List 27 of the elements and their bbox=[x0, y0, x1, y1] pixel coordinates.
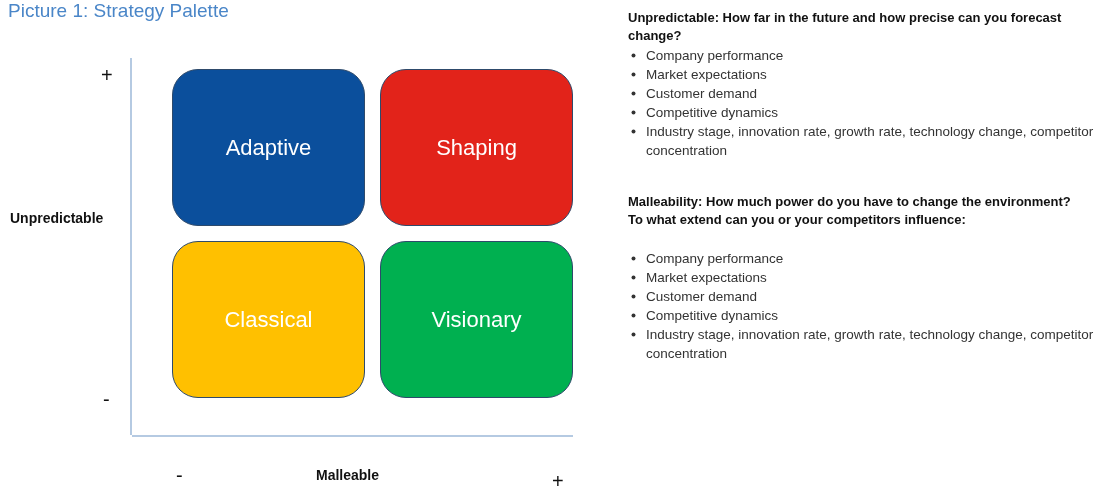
section-heading: Unpredictable: How far in the future and how precise can you forecast change? bbox=[628, 9, 1063, 45]
bullet-item: Customer demand bbox=[646, 288, 759, 306]
quadrant-label: Adaptive bbox=[225, 134, 312, 161]
quadrant-box bbox=[380, 69, 573, 226]
axis-plus-sign: + bbox=[552, 470, 564, 489]
bullet-item: Industry stage, innovation rate, growth rate, technology change, competitor concentration bbox=[646, 326, 1095, 363]
bullet-item: Customer demand bbox=[646, 85, 759, 103]
bullet-item: Company performance bbox=[646, 47, 785, 65]
axis-minus-sign: - bbox=[176, 464, 183, 487]
bullet-item: Market expectations bbox=[646, 66, 768, 84]
axis-minus-sign: - bbox=[103, 388, 110, 411]
quadrant-label: Visionary bbox=[431, 306, 522, 333]
axis-plus-sign: + bbox=[101, 64, 113, 87]
quadrant-box bbox=[172, 241, 365, 398]
section-heading: Malleability: How much power do you have to change the environment? To what extend can you or your competitors influence: bbox=[628, 193, 1072, 229]
bullet-item: Competitive dynamics bbox=[646, 104, 780, 122]
bullet-item: Market expectations bbox=[646, 269, 768, 287]
quadrant-box bbox=[380, 241, 573, 398]
title: Picture 1: Strategy Palette bbox=[8, 0, 229, 22]
axis-title: Unpredictable bbox=[10, 210, 104, 226]
quadrant-label: Shaping bbox=[436, 134, 517, 161]
quadrant-box bbox=[172, 69, 365, 226]
axis-title: Malleable bbox=[316, 467, 380, 483]
quadrant-label: Classical bbox=[224, 306, 313, 333]
bullet-item: Competitive dynamics bbox=[646, 307, 780, 325]
bullet-item: Industry stage, innovation rate, growth rate, technology change, competitor concentration bbox=[646, 123, 1095, 160]
bullet-item: Company performance bbox=[646, 250, 785, 268]
